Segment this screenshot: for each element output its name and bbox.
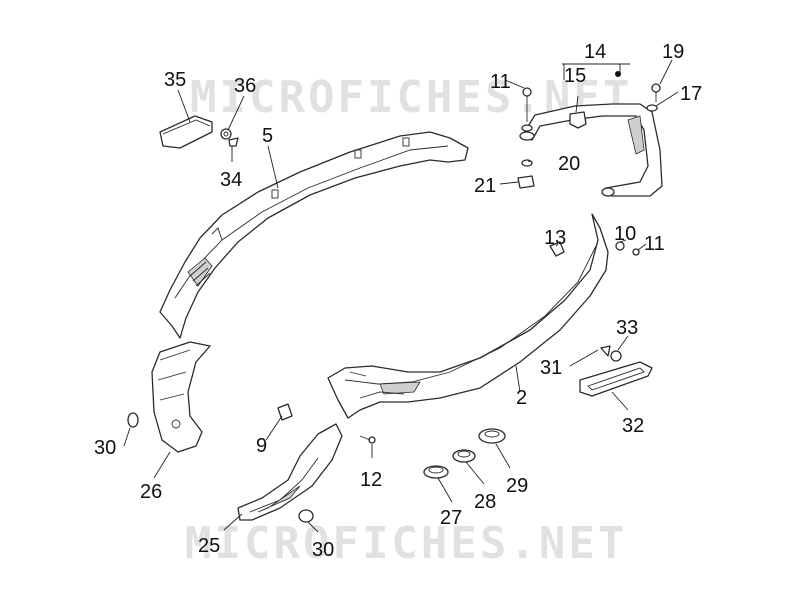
callout-15: 15: [564, 65, 586, 87]
callout-31: 31: [540, 357, 562, 379]
part-19-screw: [651, 83, 661, 102]
callout-12: 12: [360, 469, 382, 491]
part-21-clip-nut: [517, 175, 535, 189]
watermark-bottom: MICROFICHES.NET: [185, 518, 627, 569]
reference-dot: [615, 71, 621, 77]
part-36-nut: [220, 128, 232, 140]
part-34-clip: [228, 137, 239, 147]
callout-20: 20: [558, 153, 580, 175]
callout-5: 5: [262, 125, 273, 147]
callout-numbers: 35 36 34 5 11 14 15 19 17 20 21 13 10 11…: [94, 41, 702, 561]
leader-lines: [123, 59, 679, 533]
callout-34: 34: [220, 169, 242, 191]
callout-28: 28: [474, 491, 496, 513]
part-5-side-panel: [159, 131, 469, 339]
part-29-grommet: [478, 428, 506, 444]
part-33-nut: [610, 350, 622, 362]
part-11-screw-top: [521, 87, 533, 132]
part-13-grommet: [549, 241, 565, 257]
callout-2: 2: [516, 387, 527, 409]
callout-13: 13: [544, 227, 566, 249]
callout-32: 32: [622, 415, 644, 437]
callout-21: 21: [474, 175, 496, 197]
part-20-washer: [521, 159, 533, 167]
callout-19: 19: [662, 41, 684, 63]
callout-25: 25: [198, 535, 220, 557]
part-32-reflector: [579, 361, 653, 397]
part-31-clip: [600, 345, 611, 357]
part-35-handle-cap: [159, 115, 213, 149]
callout-17: 17: [680, 83, 702, 105]
callout-9: 9: [256, 435, 267, 457]
callout-11-side: 11: [644, 233, 665, 255]
callout-27: 27: [440, 507, 462, 529]
part-11-screw-side: [632, 248, 640, 256]
callout-36: 36: [234, 75, 256, 97]
callout-30-left: 30: [94, 437, 116, 459]
part-27-grommet: [423, 465, 449, 479]
part-2-lower-body-panel: [327, 213, 609, 419]
callout-35: 35: [164, 69, 186, 91]
part-17-washer: [646, 104, 658, 112]
callout-33: 33: [616, 317, 638, 339]
callout-11-top: 11: [490, 71, 511, 93]
callout-10: 10: [614, 223, 636, 245]
part-12-screw: [359, 435, 376, 444]
part-15-rubber-pad: [569, 111, 587, 129]
part-14-rack-tube: [519, 103, 663, 197]
part-30-grommet-bottom: [298, 509, 314, 523]
callout-26: 26: [140, 481, 162, 503]
callout-30-bottom: 30: [312, 539, 334, 561]
callout-14: 14: [584, 41, 606, 63]
part-28-grommet: [452, 449, 476, 463]
part-9-clip: [277, 403, 293, 421]
callout-29: 29: [506, 475, 528, 497]
part-25-lower-trim: [237, 423, 343, 521]
part-30-grommet-left: [127, 412, 139, 428]
part-26-side-cover: [151, 341, 211, 453]
